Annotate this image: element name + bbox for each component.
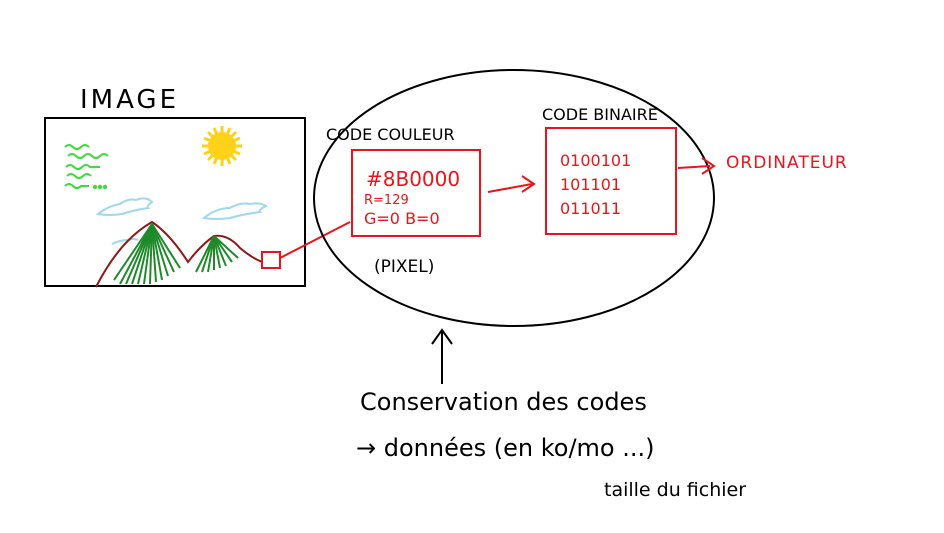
grass-icon xyxy=(64,144,109,190)
mountain-icon xyxy=(95,220,263,288)
computer-label: ORDINATEUR xyxy=(726,153,848,173)
arrow-icon xyxy=(487,175,536,193)
arrow-icon xyxy=(431,328,453,384)
color-code-box: #8B0000 R=129 G=0 B=0 xyxy=(351,149,481,237)
image-label: IMAGE xyxy=(80,85,179,115)
binary-line-1: 0100101 xyxy=(560,151,631,170)
sun-icon xyxy=(202,126,242,166)
red-value: R=129 xyxy=(364,193,409,208)
cloud-icon xyxy=(95,197,268,245)
notes-line-2: → données (en ko/mo ...) xyxy=(356,434,654,462)
binary-line-2: 101101 xyxy=(560,175,621,194)
color-code-heading: CODE COULEUR xyxy=(326,125,455,144)
binary-line-3: 011011 xyxy=(560,199,621,218)
notes-line-3: taille du fichier xyxy=(604,479,746,501)
green-blue-values: G=0 B=0 xyxy=(364,209,440,228)
hex-code: #8B0000 xyxy=(366,167,460,191)
picture-frame xyxy=(44,117,306,288)
notes-line-1: Conservation des codes xyxy=(360,388,647,416)
pixel-square xyxy=(261,251,281,269)
pixel-caption: (PIXEL) xyxy=(374,257,434,277)
binary-code-box: 0100101 101101 011011 xyxy=(545,127,677,235)
arrow-icon xyxy=(677,157,716,175)
binary-code-heading: CODE BINAIRE xyxy=(542,105,658,124)
storage-ellipse xyxy=(313,69,715,327)
pixel-connector xyxy=(279,221,351,259)
